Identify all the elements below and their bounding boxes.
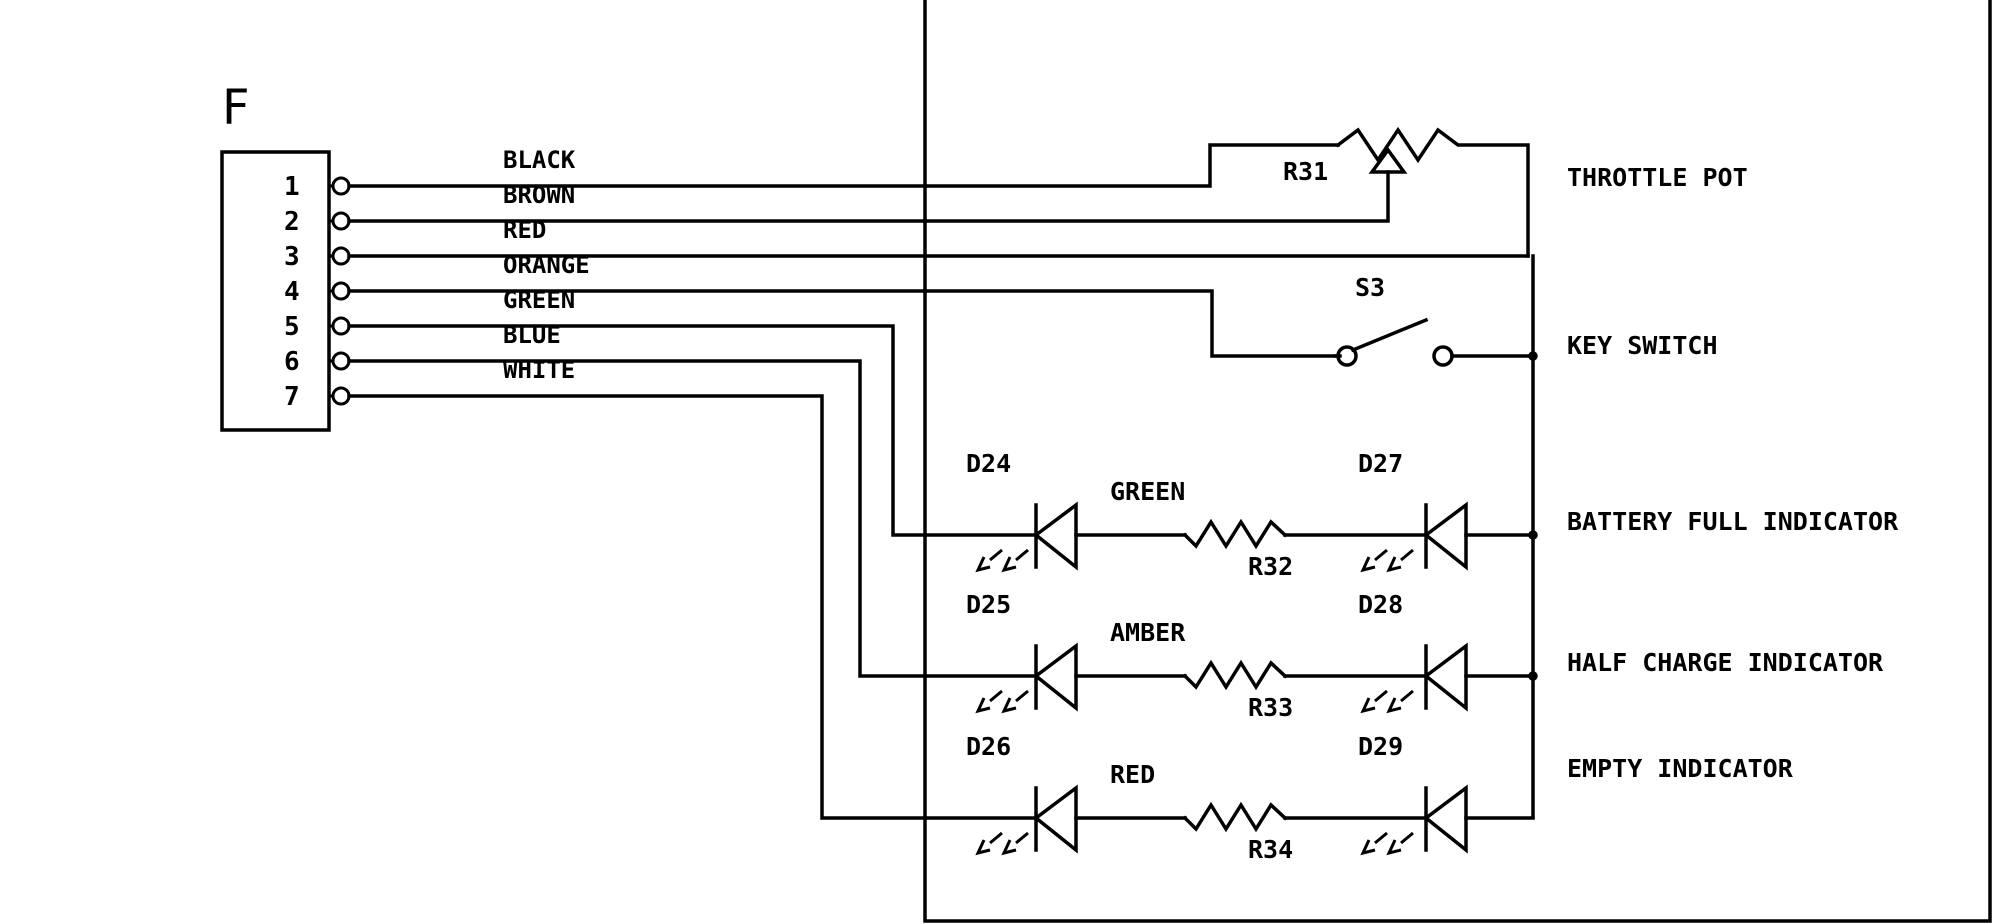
s3-contact-right	[1432, 345, 1454, 367]
pin-terminal-1	[331, 176, 351, 196]
d28-label: D28	[1358, 590, 1403, 619]
r31-label: R31	[1283, 157, 1328, 186]
half-charge-row: D25 D28 AMBER R33 HALF CHARGE INDICATOR	[966, 590, 1884, 722]
pin-terminal-2	[331, 211, 351, 231]
wire-black	[347, 143, 1340, 188]
empty-row: D26 D29 RED R34 EMPTY INDICATOR	[966, 732, 1794, 864]
pin-terminal-5	[331, 316, 351, 336]
led-green-label: GREEN	[1110, 477, 1185, 506]
wire-white	[347, 394, 1038, 820]
d27-label: D27	[1358, 449, 1403, 478]
pin-terminal-3	[331, 246, 351, 266]
d25-label: D25	[966, 590, 1011, 619]
s3-contact-left	[1336, 345, 1358, 367]
wire-brown	[347, 170, 1390, 223]
d26-diode	[1033, 784, 1078, 854]
connector-title: F	[222, 80, 250, 136]
func-throttle-pot: THROTTLE POT	[1567, 163, 1748, 192]
s3-lever	[1350, 317, 1429, 353]
enclosure-outline	[923, 0, 1992, 923]
wire-orange	[347, 289, 1338, 358]
connector-pin-terminals	[329, 176, 351, 406]
pin-label-4: 4	[284, 277, 300, 307]
r34-resistor	[1182, 801, 1288, 833]
r31-resistor	[1335, 126, 1530, 258]
func-battery-full: BATTERY FULL INDICATOR	[1567, 507, 1899, 536]
d29-diode	[1423, 784, 1468, 854]
func-half-charge: HALF CHARGE INDICATOR	[1567, 648, 1884, 677]
r32-resistor	[1182, 518, 1288, 550]
d27-light-arrows	[1360, 548, 1414, 573]
wire-labels: BLACK BROWN RED ORANGE GREEN BLUE WHITE	[503, 146, 590, 384]
d27-diode	[1423, 501, 1468, 571]
pin-label-1: 1	[284, 172, 300, 202]
connector-pin-labels: 1 2 3 4 5 6 7	[284, 172, 300, 412]
battery-full-row: D24 D27 GREEN R32 BATTERY FULL INDICATOR	[966, 449, 1899, 581]
d24-label: D24	[966, 449, 1011, 478]
pin-terminal-4	[331, 281, 351, 301]
func-key-switch: KEY SWITCH	[1567, 331, 1718, 360]
d24-diode	[1033, 501, 1078, 571]
d29-label: D29	[1358, 732, 1403, 761]
r33-label: R33	[1248, 693, 1293, 722]
d25-diode	[1033, 642, 1078, 712]
pin-label-6: 6	[284, 347, 300, 377]
d29-light-arrows	[1360, 831, 1414, 856]
wire-green	[347, 324, 1038, 537]
pin-label-7: 7	[284, 382, 300, 412]
s3-label: S3	[1355, 273, 1385, 302]
wire-blue	[347, 359, 1038, 678]
func-empty: EMPTY INDICATOR	[1567, 754, 1794, 783]
d26-light-arrows	[975, 831, 1029, 856]
d24-light-arrows	[975, 548, 1029, 573]
pin-label-2: 2	[284, 207, 300, 237]
d25-light-arrows	[975, 689, 1029, 714]
connector-body	[220, 150, 331, 432]
wire-label-black: BLACK	[503, 146, 576, 174]
pin-terminal-6	[331, 351, 351, 371]
r32-label: R32	[1248, 552, 1293, 581]
d28-light-arrows	[1360, 689, 1414, 714]
pin-label-3: 3	[284, 242, 300, 272]
d28-diode	[1423, 642, 1468, 712]
pin-terminal-7	[331, 386, 351, 406]
r33-resistor	[1182, 659, 1288, 691]
r34-label: R34	[1248, 835, 1293, 864]
d26-label: D26	[966, 732, 1011, 761]
led-amber-label: AMBER	[1110, 618, 1186, 647]
r31-wiper-arrow	[1368, 147, 1408, 174]
pin-label-5: 5	[284, 312, 300, 342]
led-red-label: RED	[1110, 760, 1155, 789]
